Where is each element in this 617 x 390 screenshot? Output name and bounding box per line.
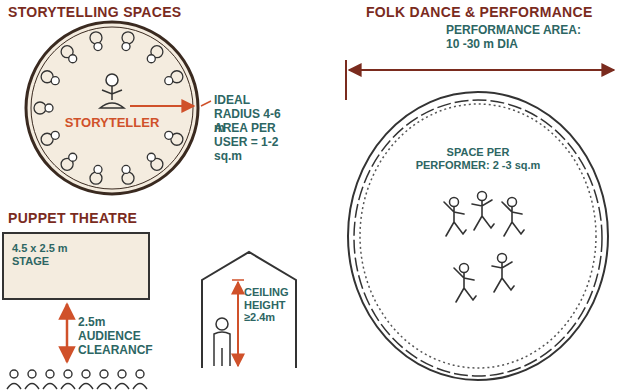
- audience-body: [133, 384, 147, 390]
- person-body: [214, 332, 230, 366]
- dimension-line: [349, 69, 614, 71]
- audience-body: [43, 384, 57, 390]
- audience-figures: [7, 370, 147, 389]
- dancer-head: [450, 198, 459, 207]
- circle-outline: [26, 22, 198, 194]
- dancer-figure: [502, 202, 524, 236]
- seated-figure-head: [94, 43, 102, 51]
- audience-head: [10, 370, 18, 378]
- storyteller-figure: [100, 86, 124, 108]
- audience-head: [82, 370, 90, 378]
- dancer-head: [478, 192, 487, 201]
- dotted-ring: [360, 104, 596, 368]
- audience-head: [136, 370, 144, 378]
- audience-body: [79, 384, 93, 390]
- audience-head: [100, 370, 108, 378]
- audience-head: [28, 370, 36, 378]
- dimension-tick: [345, 60, 347, 100]
- seated-figure-body: [122, 172, 134, 184]
- audience-head: [118, 370, 126, 378]
- seated-figure-head: [51, 131, 59, 139]
- seated-figure-head: [165, 77, 173, 85]
- seated-figure-head: [69, 55, 77, 63]
- dancer-head: [498, 254, 507, 263]
- section-heading: FOLK DANCE & PERFORMANCE: [366, 4, 606, 20]
- clearance-label: 2.5m AUDIENCE CLEARANCF: [78, 316, 154, 357]
- performance-circle: SPACE PER PERFORMER: 2 -3 sq.m: [346, 90, 610, 382]
- storyteller-label: STORYTELLER: [24, 116, 200, 131]
- dancer-figure: [454, 268, 476, 302]
- dancer-head: [508, 198, 517, 207]
- seated-figure-body: [90, 32, 102, 44]
- seated-figure-head: [45, 104, 53, 112]
- node-outline: [346, 90, 610, 382]
- seated-figure-body: [122, 32, 134, 44]
- house-outline: [202, 252, 296, 368]
- dancer-head: [460, 264, 469, 273]
- radius-arrow: [130, 105, 194, 107]
- audience-head: [64, 370, 72, 378]
- dashed-ring: [354, 100, 602, 376]
- performer-space-label: SPACE PER PERFORMER: 2 -3 sq.m: [413, 146, 543, 171]
- audience-body: [97, 384, 111, 390]
- dancer-figure: [472, 200, 494, 230]
- dancer-figure: [444, 202, 466, 236]
- outer-ring: [348, 92, 608, 380]
- circle-inner: [31, 27, 193, 189]
- storyteller-head: [106, 74, 118, 86]
- audience-body: [7, 384, 21, 390]
- node-outline: [24, 20, 200, 196]
- audience-body: [25, 384, 39, 390]
- section-heading: PUPPET THEATRE: [8, 210, 158, 226]
- seated-figure-head: [122, 43, 130, 51]
- leader-line: [201, 101, 211, 106]
- seated-figure-head: [122, 165, 130, 173]
- ceiling-label: CEILING HEIGHT ≥2.4m: [244, 286, 292, 324]
- seated-figure-head: [51, 77, 59, 85]
- seated-figure-body: [90, 172, 102, 184]
- stage-box: 4.5 x 2.5 m STAGE: [2, 232, 150, 300]
- seated-figure-body: [34, 102, 46, 114]
- storytelling-circle: STORYTELLER: [24, 20, 200, 196]
- audience-head: [46, 370, 54, 378]
- height-arrow: [237, 282, 239, 366]
- seated-figure-head: [94, 165, 102, 173]
- dancer-figure: [492, 262, 514, 292]
- area-callout: AREA PER USER = 1-2 sq.m: [214, 122, 306, 163]
- person-head: [216, 318, 228, 330]
- audience-body: [115, 384, 129, 390]
- section-heading: STORYTELLING SPACES: [8, 4, 208, 20]
- stage-outline: [3, 233, 149, 299]
- stage-label: 4.5 x 2.5 m STAGE: [12, 242, 76, 267]
- seated-figure-head: [69, 153, 77, 161]
- seated-figure-head: [147, 55, 155, 63]
- clearance-arrow: [66, 304, 69, 362]
- house-section: CEILING HEIGHT ≥2.4m: [200, 250, 298, 368]
- seated-figure-head: [147, 153, 155, 161]
- height-tick: [232, 279, 244, 281]
- seated-figure-head: [165, 131, 173, 139]
- performance-area-label: PERFORMANCE AREA: 10 -30 m DIA: [446, 24, 586, 52]
- audience-body: [61, 384, 75, 390]
